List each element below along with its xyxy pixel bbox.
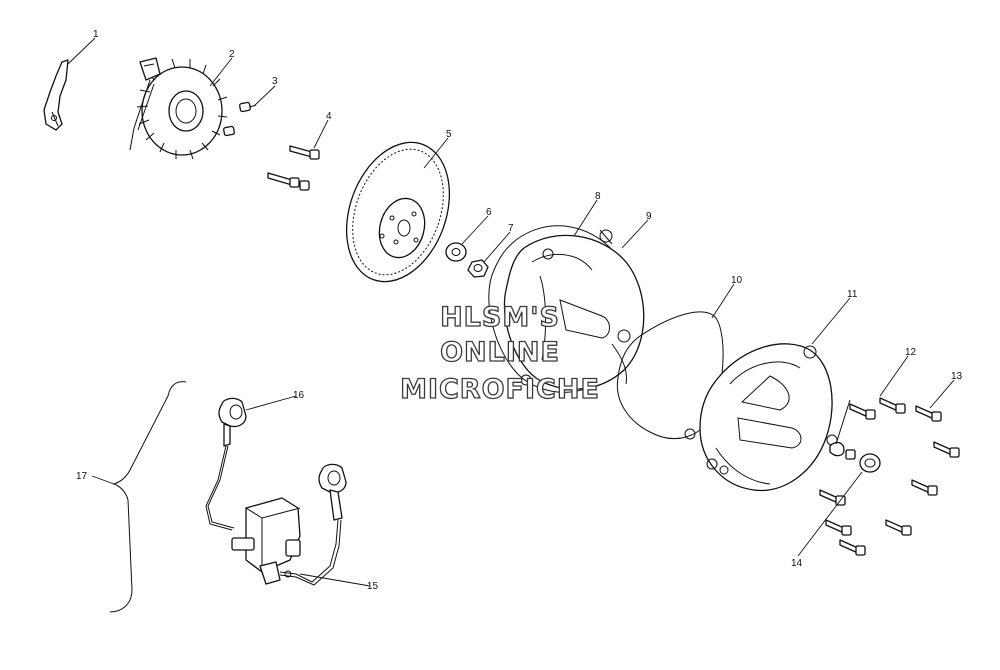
callout-14: 14 [791,558,803,569]
watermark: HLSM'S ONLINE MICROFICHE [399,301,600,405]
callout-17: 17 [76,471,88,482]
part-2-stator[interactable] [129,57,228,160]
callout-7: 7 [508,223,514,234]
part-5-flywheel[interactable] [328,128,467,296]
callout-16: 16 [293,390,305,401]
part-16-spark-plug-caps[interactable] [218,397,347,521]
watermark-line-2: ONLINE [440,337,560,368]
part-14-grommet[interactable] [859,453,881,473]
leader-lines [67,37,955,587]
part-15-ignition-coil[interactable] [205,445,342,586]
callout-12: 12 [905,347,917,358]
part-6-washer[interactable] [445,242,467,262]
part-13-bolts[interactable] [819,397,960,556]
part-12-bolt[interactable] [829,399,856,460]
callout-15: 15 [367,581,379,592]
callout-6: 6 [486,207,492,218]
callout-numbers: 1 2 3 4 5 6 7 8 9 10 11 12 13 14 15 16 1… [76,29,963,592]
callout-11: 11 [847,289,858,300]
callout-4: 4 [326,111,332,122]
watermark-line-3: MICROFICHE [400,374,600,405]
watermark-line-1: HLSM'S [440,302,560,333]
part-9-inner-cover[interactable] [503,229,645,390]
part-4-bolts[interactable] [267,145,320,191]
callout-9: 9 [646,211,652,222]
callout-8: 8 [595,191,601,202]
part-1-bracket[interactable] [43,59,69,131]
callout-10: 10 [731,275,743,286]
part-7-nut[interactable] [467,259,489,278]
part-10-outer-gasket[interactable] [611,311,724,440]
callout-2: 2 [229,49,235,60]
part-8-gasket[interactable] [488,225,634,393]
part-3-screws[interactable] [223,101,257,137]
part-17-assembly-brace [109,381,187,613]
callout-13: 13 [951,371,963,382]
callout-1: 1 [93,29,99,40]
callout-3: 3 [272,76,278,87]
callout-5: 5 [446,129,452,140]
part-11-outer-cover[interactable] [684,343,838,492]
